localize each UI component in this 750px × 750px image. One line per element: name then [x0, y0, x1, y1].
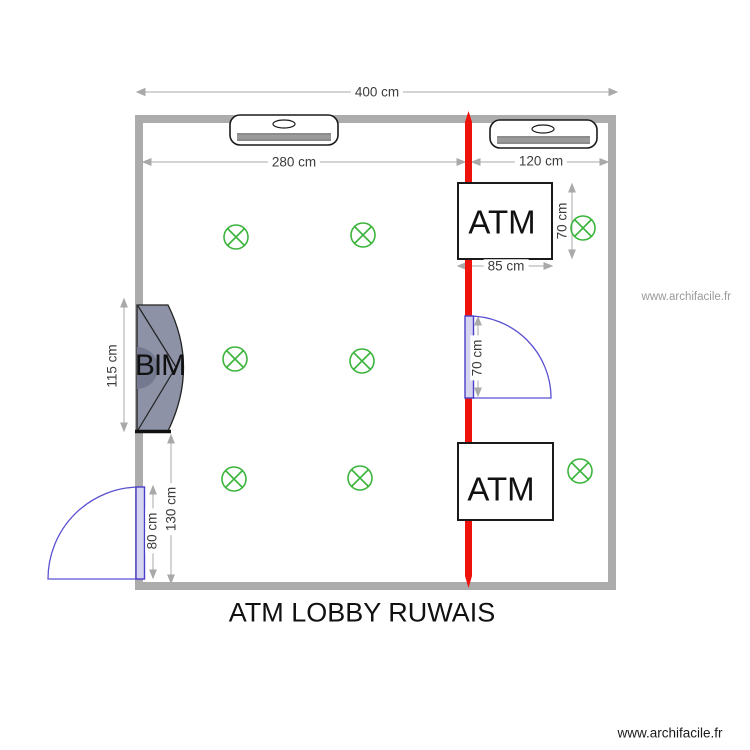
atm-bottom-box [457, 442, 554, 521]
dim-70-atm-line [568, 182, 576, 260]
door-left [47, 486, 146, 580]
ceiling-light-icon [350, 222, 376, 248]
dim-80-label: 80 cm [144, 508, 159, 554]
ac-unit-left [229, 114, 339, 146]
ceiling-light-icon [349, 348, 375, 374]
ceiling-light-icon [570, 215, 596, 241]
atm-top-box [457, 182, 553, 260]
dim-115-label: 115 cm [104, 340, 119, 392]
ceiling-light-icon [221, 466, 247, 492]
bim-machine [135, 304, 185, 434]
ceiling-lights [221, 215, 596, 492]
ceiling-light-icon [567, 458, 593, 484]
atm-bottom-label: ATM [467, 470, 535, 508]
plan-title: ATM LOBBY RUWAIS [228, 597, 496, 628]
ceiling-light-icon [347, 465, 373, 491]
bim-label: BIM [134, 349, 186, 382]
dim-85-label: 85 cm [483, 259, 529, 273]
wall-top [135, 115, 616, 123]
dim-400-label: 400 cm [350, 85, 404, 99]
dim-120-label: 120 cm [514, 154, 568, 168]
ceiling-light-icon [222, 346, 248, 372]
dim-115-line [120, 297, 128, 433]
atm-top-label: ATM [468, 203, 536, 241]
wall-right [608, 115, 616, 590]
dim-70-atm-label: 70 cm [554, 198, 569, 244]
watermark-bottom-right: www.archifacile.fr [617, 725, 723, 741]
door-left-leaf [135, 486, 146, 580]
watermark-top-right: www.archifacile.fr [641, 291, 731, 303]
ac-unit-right [489, 119, 598, 149]
dim-130-label: 130 cm [163, 482, 178, 536]
ceiling-light-icon [223, 224, 249, 250]
dim-70-door-label: 70 cm [469, 335, 484, 381]
wall-bottom [135, 582, 616, 590]
dim-280-label: 280 cm [267, 155, 321, 169]
